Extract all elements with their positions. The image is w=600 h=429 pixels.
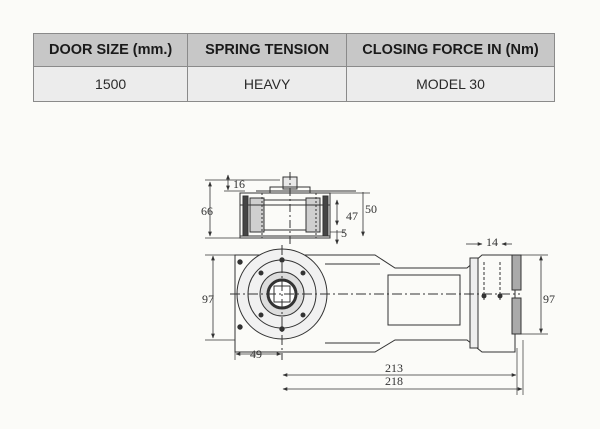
side-elevation-view xyxy=(205,172,370,245)
dim-66: 66 xyxy=(201,204,213,218)
cell-spring-tension: HEAVY xyxy=(187,66,347,102)
dim-50: 50 xyxy=(365,202,377,216)
dim-49: 49 xyxy=(250,347,262,361)
table-row: 1500 HEAVY MODEL 30 xyxy=(32,66,556,102)
dim-47: 47 xyxy=(346,209,358,223)
spec-table: DOOR SIZE (mm.) SPRING TENSION CLOSING F… xyxy=(32,33,556,102)
plan-view xyxy=(205,245,548,395)
plan-view-dimensions xyxy=(211,242,543,391)
cell-door-size: 1500 xyxy=(32,66,189,102)
cell-closing-force: MODEL 30 xyxy=(345,66,556,102)
dim-213: 213 xyxy=(385,361,403,375)
dim-218: 218 xyxy=(385,374,403,388)
dim-16: 16 xyxy=(233,177,245,191)
side-view-dimensions xyxy=(208,174,365,245)
dim-14: 14 xyxy=(486,235,498,249)
dim-5: 5 xyxy=(341,226,347,240)
dim-97-right: 97 xyxy=(543,292,555,306)
table-header-row: DOOR SIZE (mm.) SPRING TENSION CLOSING F… xyxy=(32,33,556,67)
header-door-size: DOOR SIZE (mm.) xyxy=(32,33,189,67)
dim-97-left: 97 xyxy=(202,292,214,306)
